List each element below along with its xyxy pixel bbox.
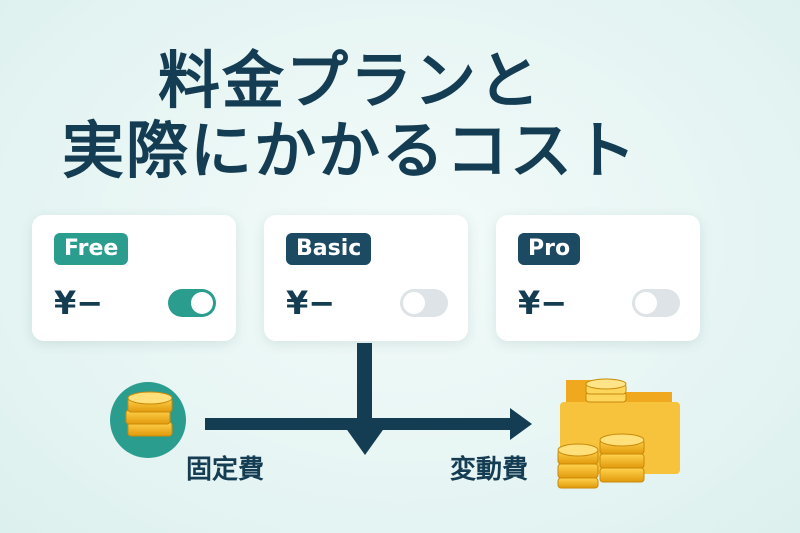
toggle-knob	[191, 292, 213, 314]
plan-badge-basic: Basic	[286, 233, 372, 265]
plan-card-basic: Basic ¥−	[264, 215, 468, 341]
plan-toggle-free[interactable]	[168, 289, 216, 317]
flow-arrows	[205, 343, 532, 455]
plan-toggle-basic[interactable]	[400, 289, 448, 317]
toggle-knob	[635, 292, 657, 314]
page-title-line-1: 料金プランと	[157, 44, 542, 117]
plan-badge-free: Free	[54, 233, 129, 265]
plan-price-basic: ¥−	[286, 284, 336, 322]
toggle-knob	[403, 292, 425, 314]
plan-toggle-pro[interactable]	[632, 289, 680, 317]
fixed-cost-label: 固定費	[186, 455, 265, 485]
plan-price-free: ¥−	[54, 284, 104, 322]
plan-badge-pro: Pro	[518, 233, 581, 265]
plan-card-pro: Pro ¥−	[496, 215, 700, 341]
plan-card-free: Free ¥−	[32, 215, 236, 341]
plan-price-pro: ¥−	[518, 284, 568, 322]
coin-stack-icon	[110, 382, 186, 458]
variable-cost-label: 変動費	[450, 455, 529, 485]
folder-coins-icon	[557, 378, 680, 489]
page-title-line-2: 実際にかかるコスト	[61, 114, 638, 187]
